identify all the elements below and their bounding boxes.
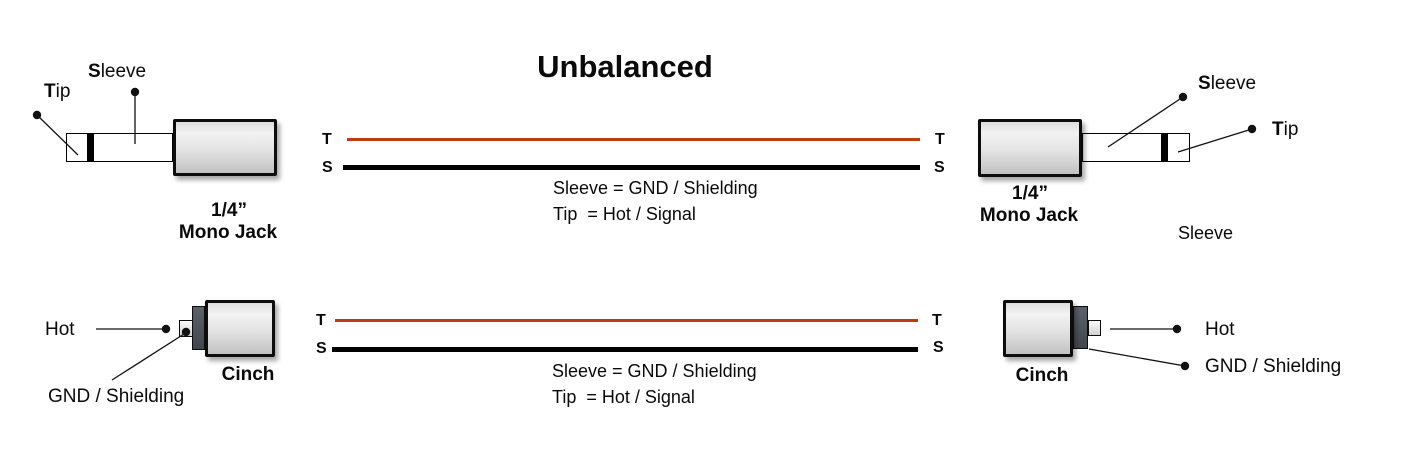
tip-label-top-right-initial: T xyxy=(1272,119,1284,140)
legend-sleeve-bottom: Sleeve = GND / Shielding xyxy=(552,361,757,381)
jack-caption-type-top-left: Mono Jack xyxy=(178,222,278,243)
sleeve-wire-label-bottom-right: S xyxy=(933,339,944,356)
sleeve-label-top-left-rest: leeve xyxy=(100,61,147,82)
sleeve-label-top-left: Sleeve xyxy=(88,61,146,82)
sleeve-pointer-dot-top-left xyxy=(130,87,140,97)
diagram-title: Unbalanced xyxy=(537,49,713,84)
jack-body-top-left xyxy=(173,119,277,176)
tip-label-top-left: Tip xyxy=(44,81,70,102)
cinch-caption-bottom-left: Cinch xyxy=(221,364,275,385)
cinch-body-bottom-left xyxy=(205,300,275,357)
tip-label-top-left-rest: ip xyxy=(55,81,71,102)
cinch-caption-bottom-right: Cinch xyxy=(1015,365,1069,386)
tip-wire-label-top-left: T xyxy=(322,131,332,148)
sleeve-wire-label-bottom-left: S xyxy=(316,340,327,357)
gnd-label-bottom-left: GND / Shielding xyxy=(48,386,185,407)
gnd-leader-line-bottom-left xyxy=(111,333,185,381)
tip-pointer-dot-top-left xyxy=(32,110,42,120)
tip-wire-bottom xyxy=(335,319,918,322)
hot-label-bottom-left: Hot xyxy=(45,319,75,340)
tip-wire-label-bottom-right: T xyxy=(932,312,942,329)
sleeve-pointer-dot-top-right xyxy=(1178,92,1188,102)
tip-label-top-right: Tip xyxy=(1272,119,1298,140)
gnd-leader-line-bottom-right xyxy=(1088,348,1186,367)
tip-wire-top xyxy=(347,138,920,141)
jack-body-top-right xyxy=(978,119,1082,177)
sleeve-wire-label-top-right: S xyxy=(934,159,945,176)
jack-insulator-ring-top-right xyxy=(1161,133,1168,162)
hot-pointer-dot-bottom-left xyxy=(161,324,171,334)
hot-pointer-dot-bottom-right xyxy=(1172,324,1182,334)
jack-caption-size-top-right: 1/4” xyxy=(1012,183,1048,204)
cinch-pin-bottom-right xyxy=(1088,320,1101,336)
gnd-label-bottom-right: GND / Shielding xyxy=(1205,356,1342,377)
sleeve-note-top-right: Sleeve xyxy=(1178,223,1234,243)
legend-sleeve-top: Sleeve = GND / Shielding xyxy=(553,178,758,198)
sleeve-wire-bottom xyxy=(332,347,918,352)
cinch-collar-bottom-right xyxy=(1073,306,1088,349)
sleeve-label-top-right: Sleeve xyxy=(1198,73,1256,94)
tip-wire-label-bottom-left: T xyxy=(316,312,326,329)
hot-label-bottom-right: Hot xyxy=(1205,319,1235,340)
cinch-body-bottom-right xyxy=(1003,300,1073,357)
tip-wire-label-top-right: T xyxy=(935,131,945,148)
tip-label-top-right-rest: ip xyxy=(1283,119,1299,140)
jack-shaft-top-right xyxy=(1082,133,1190,162)
gnd-pointer-dot-bottom-right xyxy=(1180,361,1190,371)
sleeve-wire-label-top-left: S xyxy=(322,159,333,176)
sleeve-label-top-right-initial: S xyxy=(1198,73,1211,94)
jack-insulator-ring-top-left xyxy=(87,133,94,162)
legend-tip-bottom: Tip = Hot / Signal xyxy=(552,387,695,407)
cinch-collar-bottom-left xyxy=(192,306,205,350)
jack-caption-type-top-right: Mono Jack xyxy=(979,205,1079,226)
legend-tip-top: Tip = Hot / Signal xyxy=(553,204,696,224)
tip-label-top-left-initial: T xyxy=(44,81,56,102)
sleeve-label-top-right-rest: leeve xyxy=(1210,73,1257,94)
sleeve-wire-top xyxy=(343,165,920,170)
jack-caption-size-top-left: 1/4” xyxy=(211,200,247,221)
sleeve-label-top-left-initial: S xyxy=(88,61,101,82)
tip-pointer-dot-top-right xyxy=(1247,124,1257,134)
jack-shaft-top-left xyxy=(66,133,173,162)
cinch-pin-bottom-left xyxy=(179,320,193,337)
